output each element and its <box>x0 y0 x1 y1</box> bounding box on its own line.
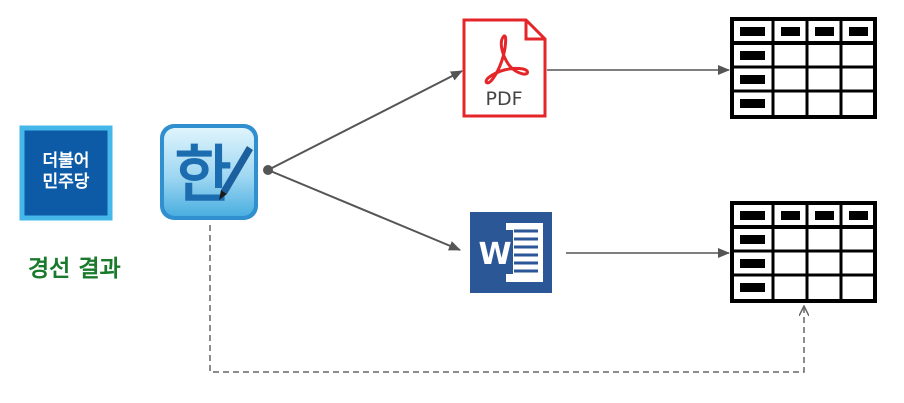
arrow-to-word <box>267 169 461 251</box>
party-logo-border <box>19 125 113 221</box>
hangul-word-processor-icon: 한 <box>160 124 258 220</box>
word-file-icon: W <box>470 212 552 293</box>
party-logo-line1: 더불어 <box>43 151 90 171</box>
pen-icon <box>219 146 253 200</box>
hwp-glyph: 한 <box>174 138 231 211</box>
table-icon-bottom <box>730 201 877 303</box>
dashed-arrow-hwp-to-table <box>209 225 804 373</box>
party-logo-background <box>22 128 110 218</box>
table-icon-top <box>730 17 877 119</box>
adobe-acrobat-icon <box>484 34 529 85</box>
caption-text: 경선 결과 <box>28 256 121 282</box>
pdf-label: PDF <box>485 88 522 110</box>
arrow-to-pdf <box>267 70 463 171</box>
flow-arrows <box>209 65 804 373</box>
party-logo-line2: 민주당 <box>43 172 90 192</box>
word-letter: W <box>478 237 511 272</box>
party-logo: 더불어 민주당 <box>19 125 113 221</box>
pdf-file-icon: PDF <box>462 18 547 118</box>
